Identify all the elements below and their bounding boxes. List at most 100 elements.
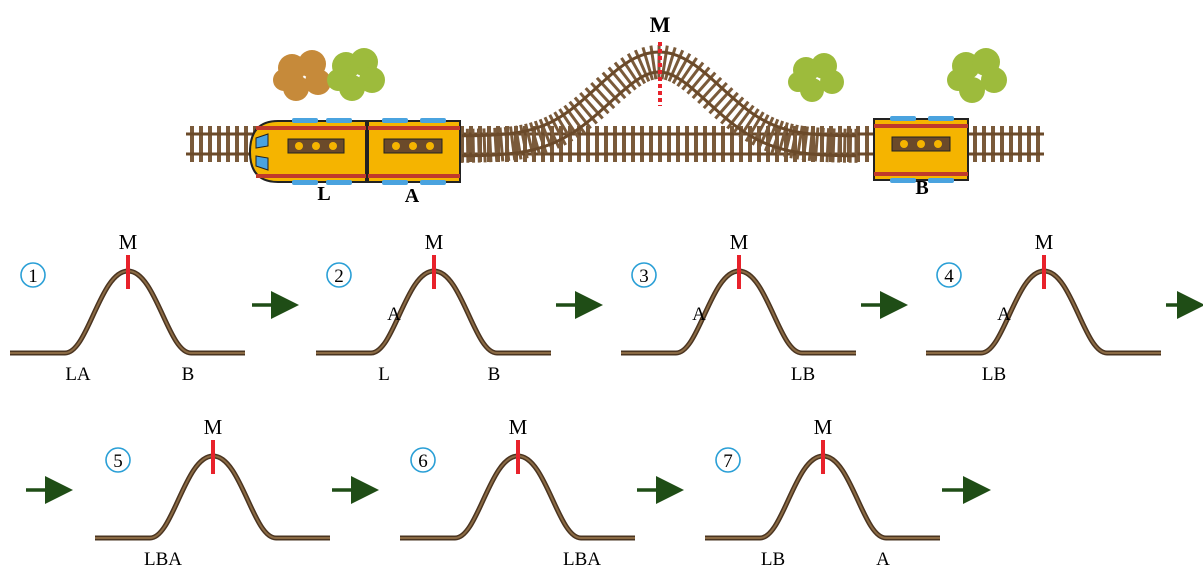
step-number-circle xyxy=(105,447,131,473)
sleeper xyxy=(640,126,644,162)
switch-label: M xyxy=(730,230,749,254)
sleeper xyxy=(559,126,563,162)
sleeper xyxy=(568,126,572,162)
sleeper xyxy=(590,82,616,110)
step-number-circle xyxy=(20,262,46,288)
sleeper xyxy=(482,128,487,163)
sleeper xyxy=(622,126,626,162)
sleeper xyxy=(837,128,842,163)
sleeper xyxy=(667,126,671,162)
bottom-left-label: LBA xyxy=(144,549,182,570)
step-number: 4 xyxy=(944,266,954,287)
switch-label: M xyxy=(119,230,138,254)
sleeper xyxy=(235,126,239,162)
sleeper xyxy=(1000,126,1004,162)
sleeper xyxy=(811,126,815,162)
sleeper xyxy=(842,128,847,163)
sleeper xyxy=(208,126,212,162)
step-number: 6 xyxy=(418,451,428,472)
bottom-right-label: B xyxy=(488,364,501,385)
bottom-left-label: LB xyxy=(761,549,785,570)
bottom-right-label: B xyxy=(182,364,195,385)
sleeper xyxy=(1036,126,1040,162)
sleeper xyxy=(685,126,689,162)
sleeper xyxy=(712,126,716,162)
bottom-left-label: LA xyxy=(65,364,91,385)
step-number: 5 xyxy=(113,451,123,472)
step-number: 2 xyxy=(334,266,344,287)
step-number-circle xyxy=(936,262,962,288)
sleeper xyxy=(676,126,680,162)
bottom-right-label: LB xyxy=(791,364,815,385)
sleeper xyxy=(604,126,608,162)
sleeper xyxy=(613,126,617,162)
sleeper xyxy=(865,126,869,162)
sleeper xyxy=(991,126,995,162)
step-number: 1 xyxy=(28,266,38,287)
switch-label: M xyxy=(204,415,223,439)
step-panel-1: M 1LA B xyxy=(10,230,245,385)
car-a-icon xyxy=(367,118,461,185)
sleeper xyxy=(775,126,779,162)
top-scene: M xyxy=(186,12,1044,207)
sleeper xyxy=(831,128,836,163)
sleeper xyxy=(748,126,752,162)
sleeper xyxy=(190,126,194,162)
step-number: 7 xyxy=(723,451,733,472)
step-number-circle xyxy=(410,447,436,473)
sleeper xyxy=(694,126,698,162)
sleeper xyxy=(721,126,725,162)
slope-label: A xyxy=(692,304,706,325)
sleeper xyxy=(476,128,481,163)
sleeper xyxy=(739,126,743,162)
sleeper xyxy=(471,128,476,163)
sleeper xyxy=(825,128,831,163)
slope-label: A xyxy=(387,304,401,325)
sleeper xyxy=(982,126,986,162)
sleeper xyxy=(658,126,662,162)
sleeper xyxy=(784,126,788,162)
sleeper xyxy=(496,126,500,162)
sleeper xyxy=(532,126,536,162)
arrows xyxy=(26,291,1203,504)
sleeper xyxy=(819,127,825,162)
sleeper xyxy=(199,126,203,162)
sleeper xyxy=(514,126,518,162)
switch-label: M xyxy=(425,230,444,254)
car-b-icon xyxy=(873,116,969,183)
sleeper xyxy=(493,127,499,162)
sleeper xyxy=(703,126,707,162)
sleeper xyxy=(586,126,590,162)
switch-label: M xyxy=(509,415,528,439)
green-bush-icon xyxy=(788,53,844,102)
sleeper xyxy=(577,126,581,162)
sleeper xyxy=(1027,126,1031,162)
sleeper xyxy=(973,126,977,162)
car-b-label: B xyxy=(915,177,928,199)
switch-label: M xyxy=(814,415,833,439)
locomotive-icon xyxy=(248,118,367,185)
switch-label: M xyxy=(650,12,671,37)
sleeper xyxy=(1018,126,1022,162)
slope-label: A xyxy=(997,304,1011,325)
sleeper xyxy=(757,126,761,162)
bottom-right-label: LBA xyxy=(563,549,601,570)
step-number-circle xyxy=(631,262,657,288)
siding-track xyxy=(460,44,858,163)
locomotive-label: L xyxy=(317,183,330,205)
car-a-label: A xyxy=(405,185,420,207)
sleeper xyxy=(856,126,860,162)
green-bush-icon xyxy=(327,48,385,101)
sleeper xyxy=(702,82,728,110)
switch-label: M xyxy=(1035,230,1054,254)
orange-bush-icon xyxy=(273,50,331,101)
sleeper xyxy=(829,126,833,162)
sleeper xyxy=(226,126,230,162)
